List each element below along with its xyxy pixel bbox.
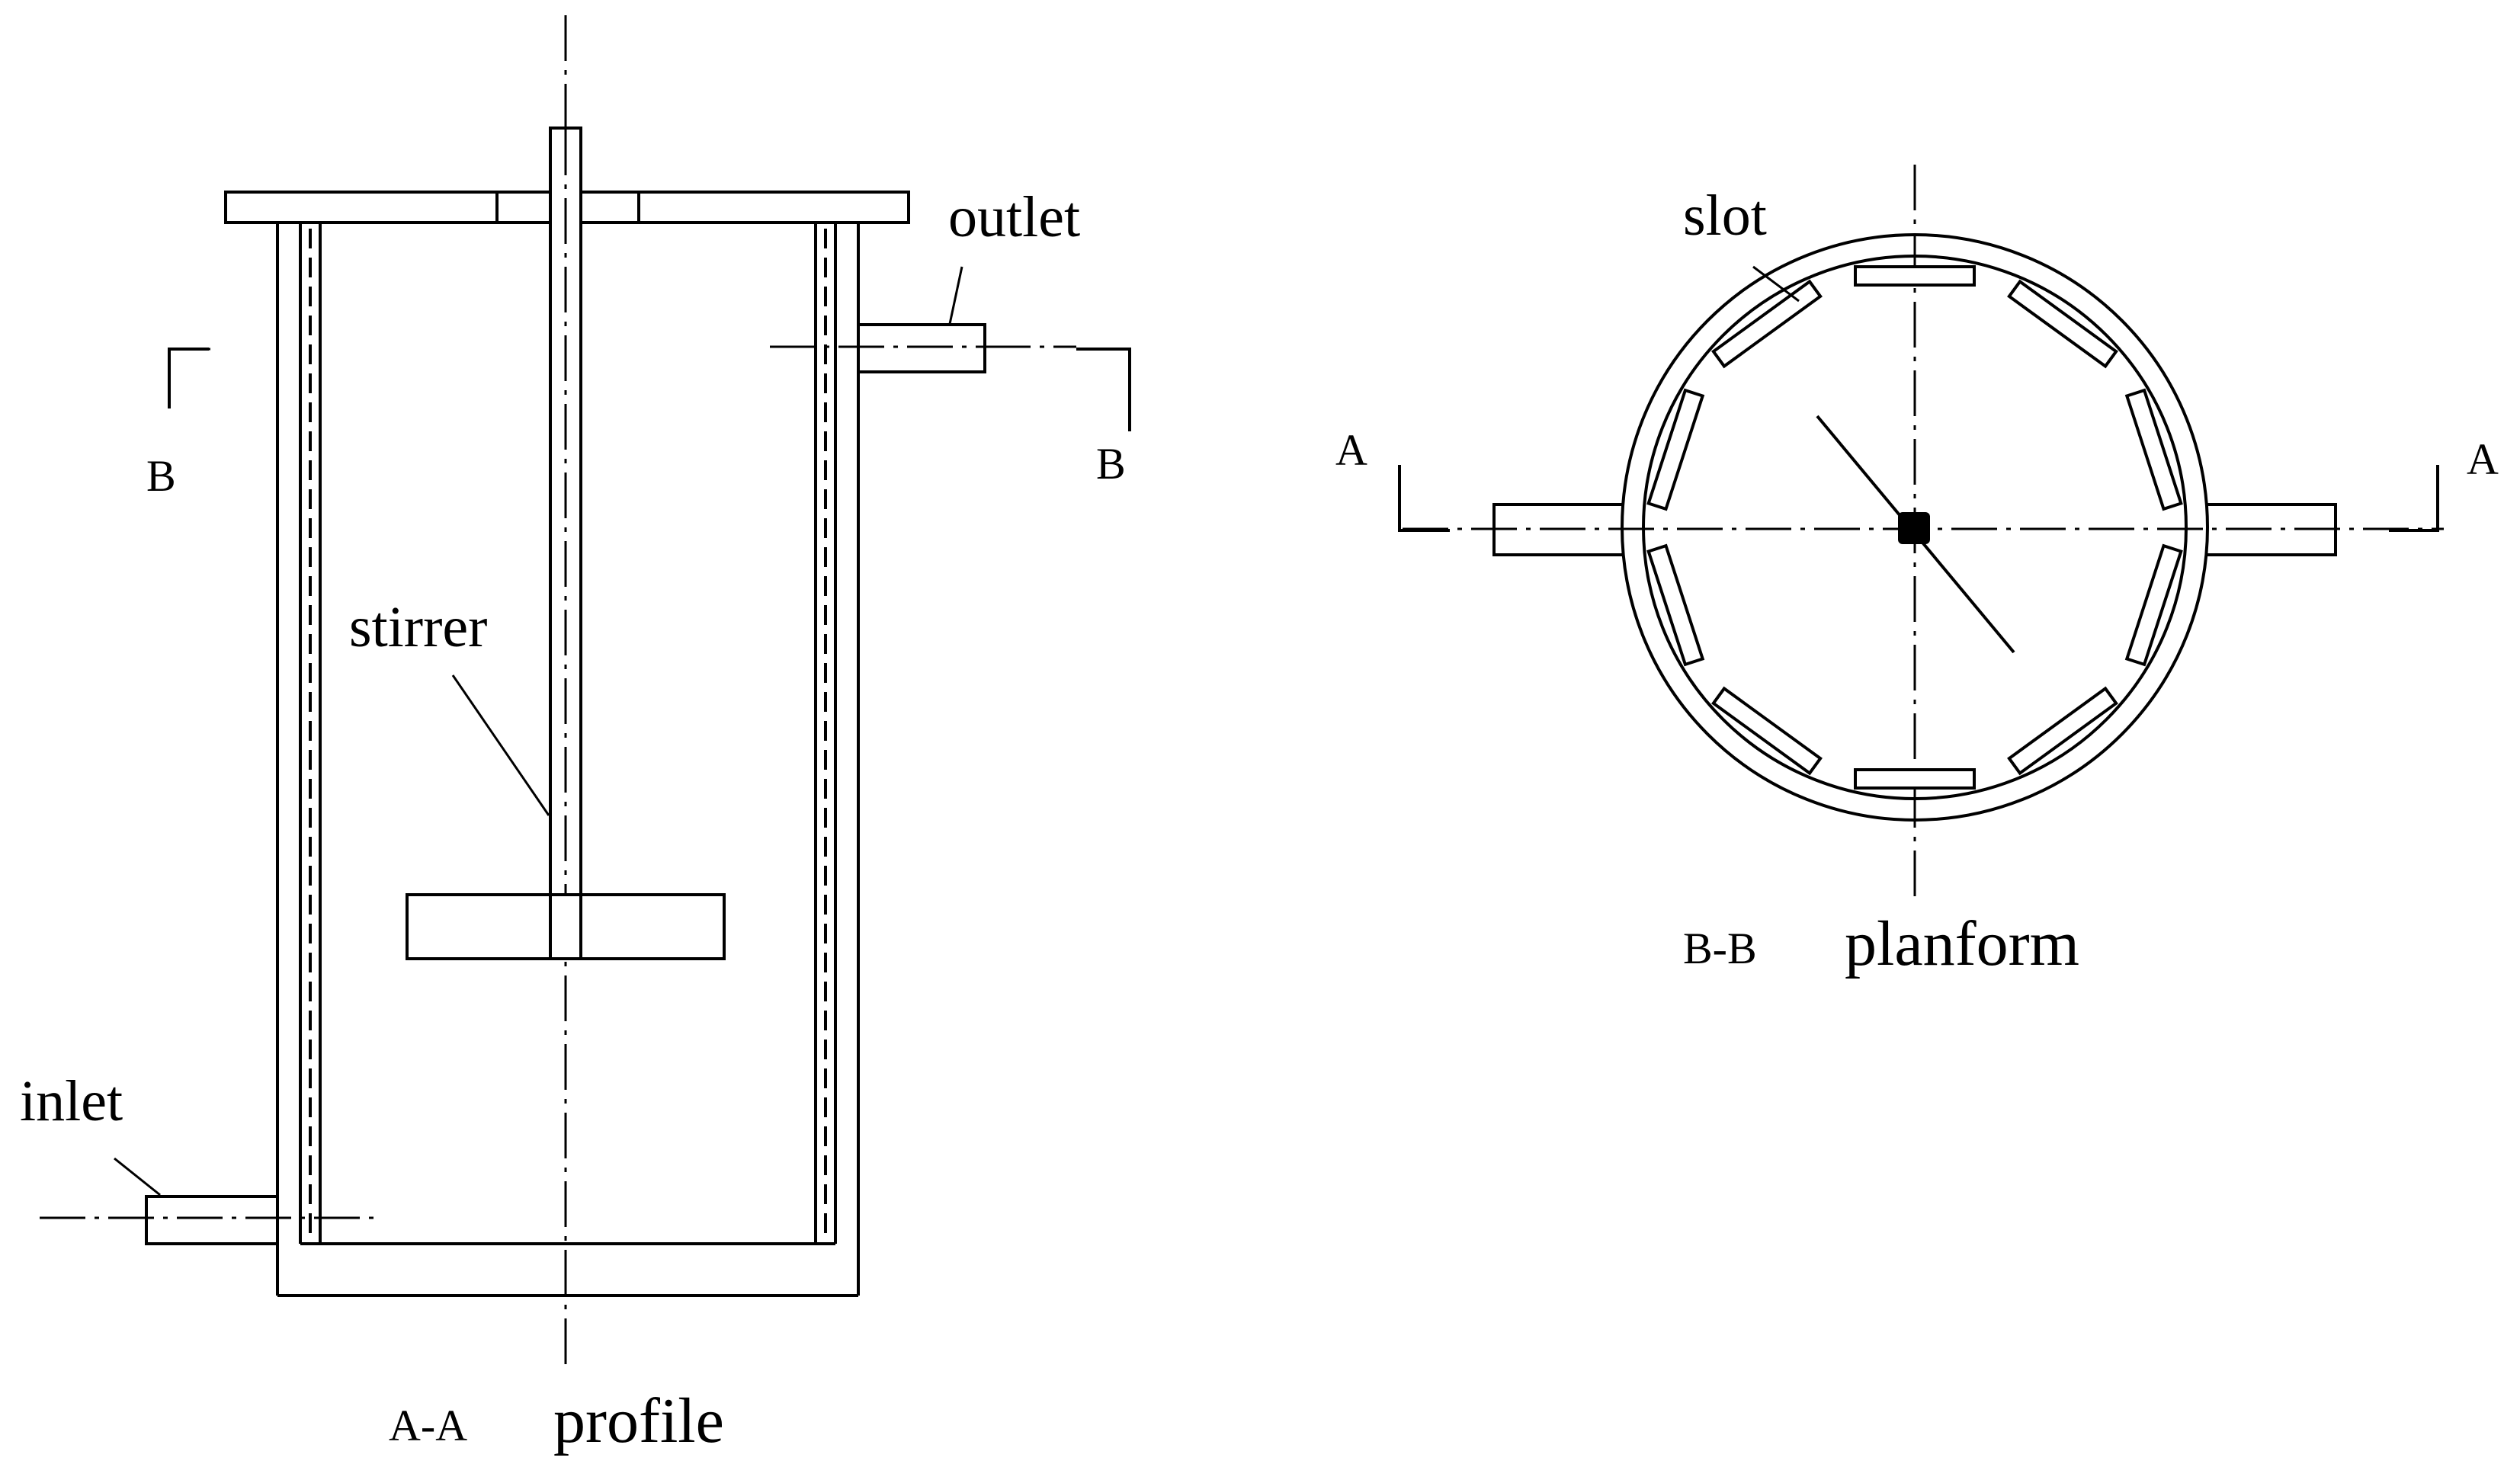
slot-label: slot <box>1683 184 1767 248</box>
section-a-a-label: A-A <box>389 1401 467 1450</box>
slot-4 <box>2124 543 2183 667</box>
slot-6 <box>1854 768 1976 790</box>
planform-shaft-hub <box>1898 512 1930 544</box>
slot-3 <box>2124 388 2183 511</box>
planform-title: planform <box>1845 908 2079 979</box>
section-b-b-label: B-B <box>1683 924 1757 973</box>
section-cut-b-left: B <box>146 348 210 501</box>
section-cut-a-left: A <box>1335 425 1450 532</box>
outlet-label: outlet <box>948 185 1080 249</box>
tank-left-wall <box>299 221 322 1244</box>
inlet-label: inlet <box>20 1069 123 1133</box>
profile-view: outlet inlet stirrer B B A-A profile <box>20 15 1131 1456</box>
slot-ring <box>1646 265 2183 790</box>
cut-label-a-left: A <box>1335 425 1367 475</box>
inlet-pipe: inlet <box>20 1069 381 1245</box>
slot-8 <box>1646 543 1705 667</box>
slot-9 <box>1646 388 1705 511</box>
stirrer-shaft <box>549 127 582 960</box>
tank-body <box>276 221 860 1297</box>
cut-label-b-right: B <box>1096 439 1126 489</box>
planform-view: slot A A B-B planform <box>1335 165 2499 979</box>
tank-right-wall <box>814 221 837 1244</box>
profile-title: profile <box>553 1385 724 1456</box>
stirrer-leader-line <box>451 674 550 816</box>
slot-leader-line <box>1752 265 1800 303</box>
outlet-pipe: outlet <box>770 185 1080 373</box>
section-cut-a-right: A <box>2389 434 2499 532</box>
stirrer-label: stirrer <box>349 595 487 659</box>
slot-5 <box>2007 686 2118 776</box>
slot-7 <box>1711 686 1823 776</box>
cut-label-b-left: B <box>146 451 176 501</box>
impeller-blade <box>406 893 726 960</box>
slot-10 <box>1711 279 1823 369</box>
section-cut-b-right: B <box>985 345 1131 489</box>
slot-2 <box>2007 279 2118 369</box>
cut-label-a-right: A <box>2467 434 2499 484</box>
slot-1 <box>1854 265 1976 287</box>
